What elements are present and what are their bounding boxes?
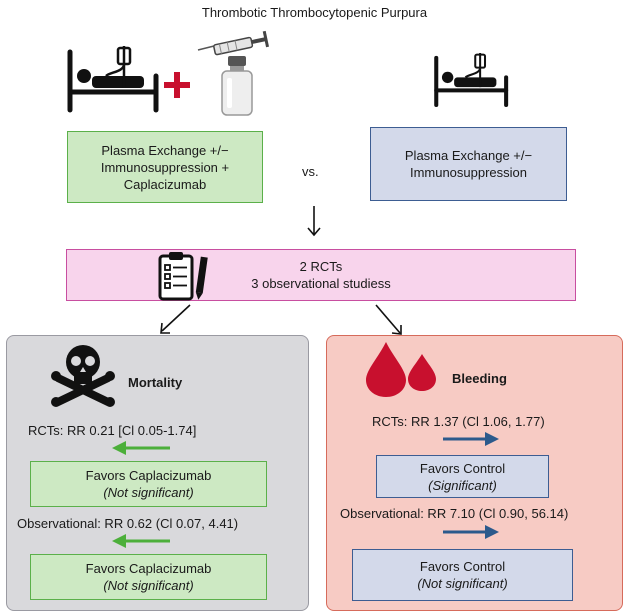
skull-crossbones-icon: [51, 345, 115, 407]
patient-bed-icon: [434, 53, 509, 108]
bleeding-rct-favor-box: Favors Control (Significant): [376, 455, 549, 498]
intervention-box: Plasma Exchange +/− Immunosuppression + …: [67, 131, 263, 203]
right-arrow-icon: [443, 432, 499, 446]
bleeding-obs-result: Observational: RR 7.10 (Cl 0.90, 56.14): [340, 506, 569, 521]
bleeding-heading: Bleeding: [452, 371, 507, 386]
diagram-title: Thrombotic Thrombocytopenic Purpura: [201, 5, 428, 20]
control-box: Plasma Exchange +/− Immunosuppression: [370, 127, 567, 201]
studies-line-1: 2 RCTs: [299, 259, 343, 274]
patient-bed-icon: [67, 46, 159, 113]
mortality-obs-favor: Favors Caplacizumab: [85, 561, 212, 576]
left-arrow-icon: [112, 441, 170, 455]
control-line-1: Plasma Exchange +/−: [404, 148, 533, 163]
vs-label: vs.: [302, 164, 319, 179]
arrow-to-bleeding: [375, 304, 402, 335]
mortality-rct-favor-box: Favors Caplacizumab (Not significant): [30, 461, 267, 507]
left-arrow-icon: [112, 534, 170, 548]
mortality-rct-result: RCTs: RR 0.21 [Cl 0.05-1.74]: [28, 423, 197, 438]
bleeding-rct-significance: (Significant): [428, 477, 497, 493]
mortality-obs-favor-box: Favors Caplacizumab (Not significant): [30, 554, 267, 600]
bleeding-rct-favor: Favors Control: [419, 460, 506, 476]
bleeding-obs-favor-box: Favors Control (Not significant): [352, 549, 573, 601]
blood-drops-icon: [366, 342, 436, 397]
mortality-obs-significance: (Not significant): [103, 578, 194, 593]
control-line-2: Immunosuppression: [409, 165, 528, 180]
intervention-line-3: Caplacizumab: [123, 176, 207, 192]
clipboard-icon: [158, 252, 208, 301]
mortality-obs-result: Observational: RR 0.62 (Cl 0.07, 4.41): [17, 516, 239, 531]
intervention-line-1: Plasma Exchange +/−: [101, 142, 229, 158]
arrow-to-mortality: [160, 304, 191, 334]
right-arrow-icon: [443, 525, 499, 539]
vial-icon: [221, 56, 253, 116]
syringe-icon: [197, 30, 270, 56]
bleeding-obs-favor: Favors Control: [419, 559, 506, 574]
mortality-rct-significance: (Not significant): [103, 485, 194, 500]
mortality-rct-favor: Favors Caplacizumab: [85, 468, 212, 483]
down-arrow: [307, 206, 321, 237]
bleeding-rct-result: RCTs: RR 1.37 (Cl 1.06, 1.77): [372, 414, 545, 429]
studies-line-2: 3 observational studiess: [251, 276, 391, 291]
plus-icon: [164, 72, 190, 98]
bleeding-obs-significance: (Not significant): [417, 576, 508, 591]
mortality-heading: Mortality: [128, 375, 183, 390]
intervention-line-2: Immunosuppression +: [100, 159, 230, 175]
studies-box: 2 RCTs 3 observational studiess: [66, 249, 576, 301]
